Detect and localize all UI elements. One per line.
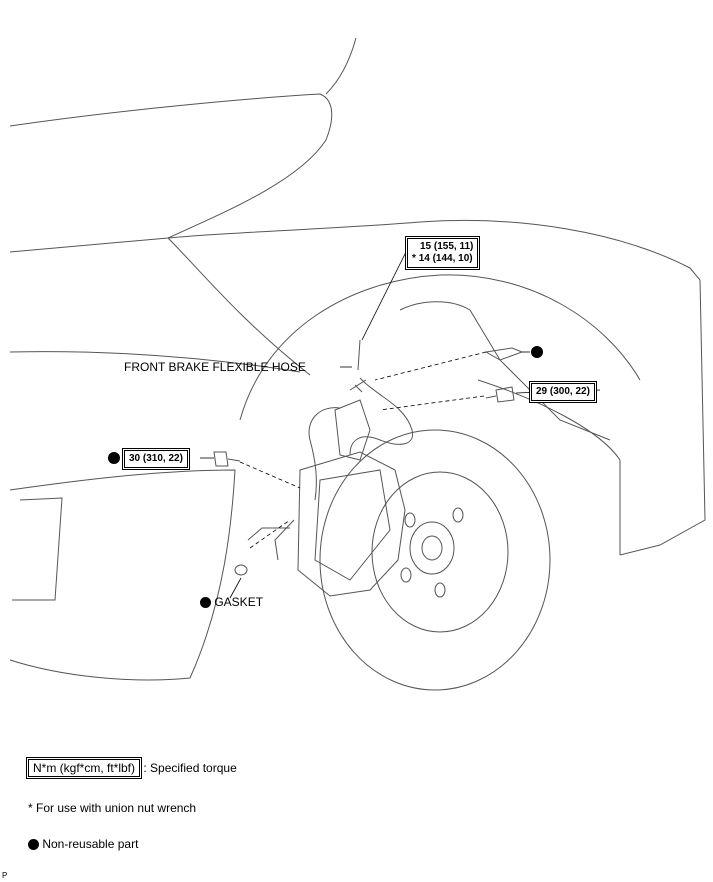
brake-caliper <box>297 451 406 597</box>
fender-inner-line <box>167 237 311 376</box>
fog-lamp <box>12 497 63 601</box>
nonreusable-clip-marker <box>531 346 543 358</box>
inner-liner <box>399 301 611 441</box>
nonreusable-text: Non-reusable part <box>42 837 139 851</box>
hose-torque-union-nut: * 14 (144, 10) <box>412 253 473 265</box>
right-bolt <box>485 386 515 403</box>
bumper-outline <box>9 469 236 681</box>
knuckle <box>334 399 371 461</box>
brake-disc-outer <box>319 429 551 691</box>
hose-torque-alt: 14 (144, 10) <box>418 253 473 264</box>
windshield-line <box>325 37 357 95</box>
torque-unit-box: N*m (kgf*cm, ft*lbf) <box>28 759 141 777</box>
left-bolt-torque-callout: 30 (310, 22) <box>124 450 188 468</box>
legend-nonreusable: Non-reusable part <box>28 837 138 851</box>
nonreusable-bolt-marker <box>108 452 120 464</box>
right-bolt-torque-callout: 29 (300, 22) <box>531 383 595 401</box>
hose-torque-callout: 15 (155, 11) * 14 (144, 10) <box>407 238 479 268</box>
legend-torque: N*m (kgf*cm, ft*lbf) : Specified torque <box>28 759 237 777</box>
hose-torque-primary: 15 (155, 11) <box>420 241 474 252</box>
front-brake-flexible-hose-label: FRONT BRAKE FLEXIBLE HOSE <box>124 360 306 374</box>
flexible-hose <box>349 377 414 456</box>
left-bolt <box>213 451 241 467</box>
hood-outline <box>9 93 333 253</box>
wheel-arch <box>239 274 641 421</box>
fender-outer <box>619 267 706 556</box>
hose-clip <box>484 347 524 361</box>
star-marker: * <box>412 253 416 264</box>
gasket-label: GASKET <box>214 595 264 609</box>
gasket-callout: GASKET <box>200 595 263 609</box>
hub <box>409 521 455 575</box>
brake-disc-rim <box>371 471 509 633</box>
nonreusable-gasket-marker <box>200 597 211 609</box>
torque-description: : Specified torque <box>143 761 237 775</box>
side-line <box>9 351 301 373</box>
gasket-ring <box>234 564 248 576</box>
fender-top-line <box>167 220 691 269</box>
legend-star-note: * For use with union nut wrench <box>28 801 197 815</box>
corner-mark: P <box>2 871 8 880</box>
nonreusable-dot-icon <box>28 839 39 851</box>
hub-center <box>421 535 443 561</box>
fender-lower <box>477 379 621 555</box>
